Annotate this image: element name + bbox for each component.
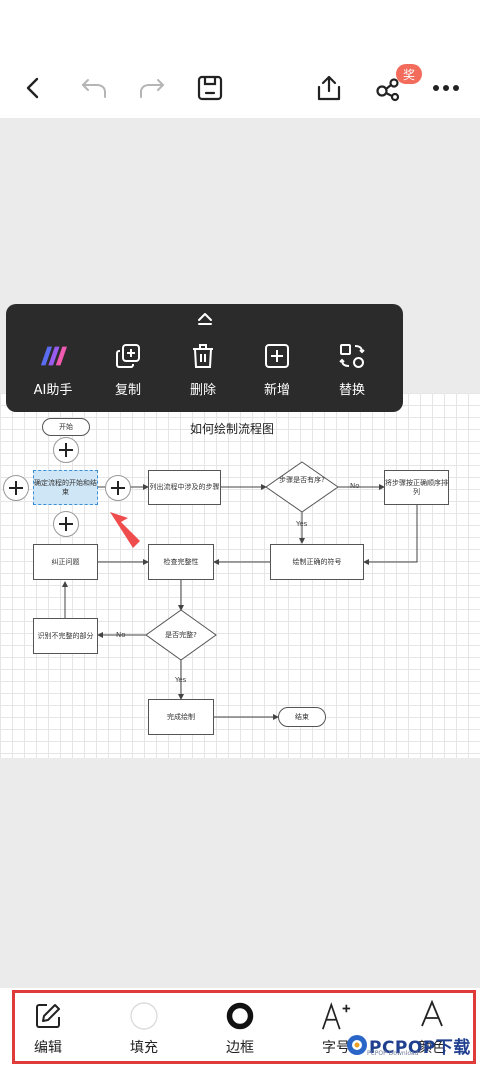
node-complete-question[interactable]: 是否完整? [165, 631, 197, 639]
delete-button[interactable]: 删除 [168, 342, 238, 402]
fill-circle-icon [128, 1000, 160, 1032]
trash-icon [189, 342, 217, 370]
node-sort-steps[interactable]: 将步骤按正确顺序排列 [384, 470, 449, 505]
edge-label-no: No [116, 631, 126, 639]
add-node-left-button[interactable] [3, 475, 29, 501]
node-end[interactable]: 结束 [278, 707, 326, 727]
replace-label: 替换 [338, 383, 365, 398]
font-color-icon [416, 1000, 448, 1032]
edit-label: 编辑 [34, 1040, 62, 1056]
copy-button[interactable]: 复制 [93, 342, 163, 402]
font-size-button[interactable]: 字号 [306, 1000, 366, 1060]
ai-assistant-button[interactable]: AI助手 [18, 342, 88, 402]
undo-icon[interactable] [76, 70, 112, 106]
node-identify-incomplete[interactable]: 识别不完整的部分 [33, 618, 98, 654]
add-new-label: 新增 [263, 383, 290, 398]
edge-label-yes: Yes [296, 520, 308, 528]
font-size-icon [320, 1000, 352, 1032]
plus-icon [59, 517, 73, 531]
node-define-start-end[interactable]: 确定流程的开始和结束 [33, 470, 98, 505]
node-finish-drawing[interactable]: 完成绘制 [148, 699, 214, 735]
add-node-bottom-button[interactable] [53, 511, 79, 537]
edge-label-yes: Yes [175, 676, 187, 684]
fill-button[interactable]: 填充 [114, 1000, 174, 1060]
node-fix-issues[interactable]: 纠正问题 [33, 544, 98, 580]
back-icon[interactable] [16, 70, 52, 106]
collapse-caret-icon[interactable] [196, 310, 214, 328]
plus-icon [111, 481, 125, 495]
node-list-steps[interactable]: 列出流程中涉及的步骤 [148, 470, 221, 505]
highlight-frame [12, 990, 476, 1064]
ai-logo-icon [39, 342, 67, 370]
node-ordered-question[interactable]: 步骤是否有序? [279, 476, 325, 484]
save-icon[interactable] [192, 70, 228, 106]
fill-label: 填充 [130, 1040, 158, 1056]
node-draw-symbols[interactable]: 绘制正确的符号 [270, 544, 364, 580]
edit-icon [32, 1000, 64, 1032]
copy-icon [114, 342, 142, 370]
node-start[interactable]: 开始 [42, 418, 90, 436]
flowchart-title: 如何绘制流程图 [190, 422, 275, 436]
add-node-right-button[interactable] [105, 475, 131, 501]
border-ring-icon [224, 1000, 256, 1032]
replace-icon [338, 342, 366, 370]
watermark-logo-icon [347, 1035, 367, 1055]
share-icon[interactable] [311, 70, 347, 106]
add-node-top-button[interactable] [53, 437, 79, 463]
redo-icon[interactable] [134, 70, 170, 106]
border-label: 边框 [226, 1040, 254, 1056]
add-box-icon [263, 342, 291, 370]
add-new-button[interactable]: 新增 [242, 342, 312, 402]
watermark-brand: PCPOP下载 [369, 1037, 471, 1058]
more-icon[interactable] [428, 70, 464, 106]
edge-label-no: No [350, 482, 360, 490]
font-size-label: 字号 [322, 1040, 350, 1056]
edit-button[interactable]: 编辑 [18, 1000, 78, 1060]
node-check-completeness[interactable]: 检查完整性 [148, 544, 214, 580]
replace-button[interactable]: 替换 [317, 342, 387, 402]
reward-badge[interactable]: 奖 [396, 64, 422, 84]
watermark-subtext: PCPOP Download [367, 1050, 419, 1057]
node-context-menu: AI助手 复制 删除 新增 替换 [6, 304, 403, 412]
plus-icon [9, 481, 23, 495]
ai-assistant-label: AI助手 [33, 383, 73, 398]
font-color-label: 颜色 [418, 1040, 446, 1056]
watermark: PCPOP下载 PCPOP Download [345, 1024, 480, 1066]
collaborate-icon[interactable] [370, 70, 406, 106]
border-button[interactable]: 边框 [210, 1000, 270, 1060]
plus-icon [59, 443, 73, 457]
font-color-button[interactable]: 颜色 [402, 1000, 462, 1060]
copy-label: 复制 [114, 383, 141, 398]
top-toolbar: 奖 [0, 0, 480, 118]
delete-label: 删除 [189, 383, 216, 398]
